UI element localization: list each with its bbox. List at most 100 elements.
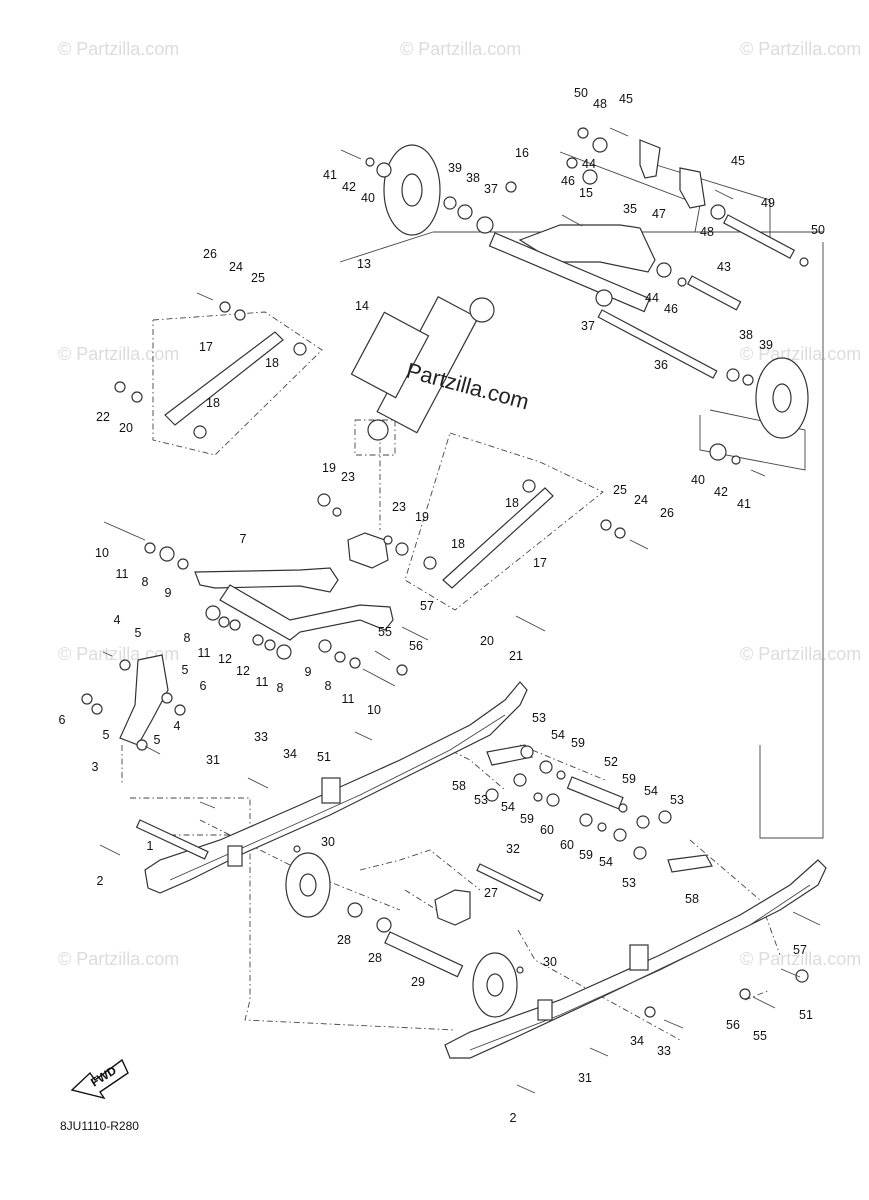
part-callout-51: 51 (799, 1008, 813, 1022)
part-callout-54: 54 (599, 855, 613, 869)
part-callout-47: 47 (652, 207, 666, 221)
part-callout-43: 43 (717, 260, 731, 274)
shock-lower-bracket (347, 532, 389, 569)
part-callout-58: 58 (685, 892, 699, 906)
part-callout-18: 18 (265, 356, 279, 370)
part-callout-53: 53 (670, 793, 684, 807)
part-callout-18: 18 (451, 537, 465, 551)
part-callout-56: 56 (409, 639, 423, 653)
part-callout-54: 54 (501, 800, 515, 814)
watermark-text: © Partzilla.com (740, 949, 861, 969)
part-callout-45: 45 (731, 154, 745, 168)
part-callout-29: 29 (411, 975, 425, 989)
part-callout-53: 53 (532, 711, 546, 725)
part-callout-24: 24 (229, 260, 243, 274)
part-callout-55: 55 (753, 1029, 767, 1043)
part-callout-48: 48 (700, 225, 714, 239)
part-callout-35: 35 (623, 202, 637, 216)
shafts (135, 214, 796, 978)
part-callout-30: 30 (321, 835, 335, 849)
part-callout-7: 7 (240, 532, 247, 546)
part-callout-5: 5 (103, 728, 110, 742)
part-callout-40: 40 (361, 191, 375, 205)
part-callout-19: 19 (415, 510, 429, 524)
part-callout-23: 23 (392, 500, 406, 514)
part-callout-53: 53 (622, 876, 636, 890)
watermark-text: © Partzilla.com (58, 39, 179, 59)
part-callout-59: 59 (520, 812, 534, 826)
part-callout-38: 38 (739, 328, 753, 342)
part-callout-55: 55 (378, 625, 392, 639)
part-callout-8: 8 (277, 681, 284, 695)
part-callout-25: 25 (613, 483, 627, 497)
part-callout-24: 24 (634, 493, 648, 507)
part-callout-33: 33 (254, 730, 268, 744)
part-callout-12: 12 (218, 652, 232, 666)
watermark-text: © Partzilla.com (58, 344, 179, 364)
part-callout-60: 60 (560, 838, 574, 852)
part-callout-59: 59 (571, 736, 585, 750)
part-callout-42: 42 (714, 485, 728, 499)
part-callout-9: 9 (305, 665, 312, 679)
part-callout-5: 5 (182, 663, 189, 677)
part-callout-11: 11 (256, 675, 269, 689)
part-callout-48: 48 (593, 97, 607, 111)
part-callout-44: 44 (582, 157, 596, 171)
part-callout-2: 2 (97, 874, 104, 888)
part-callout-59: 59 (579, 848, 593, 862)
part-callout-45: 45 (619, 92, 633, 106)
part-callout-33: 33 (657, 1044, 671, 1058)
axle-brackets (486, 744, 713, 873)
part-callout-37: 37 (484, 182, 498, 196)
part-callout-50: 50 (574, 86, 588, 100)
part-callout-23: 23 (341, 470, 355, 484)
part-callout-5: 5 (154, 733, 161, 747)
watermark-layer: © Partzilla.com © Partzilla.com © Partzi… (58, 39, 861, 969)
part-callout-22: 22 (96, 410, 110, 424)
part-callout-31: 31 (206, 753, 220, 767)
part-callout-11: 11 (342, 692, 355, 706)
part-callout-28: 28 (368, 951, 382, 965)
part-callout-10: 10 (367, 703, 381, 717)
small-hardware (81, 127, 809, 1018)
part-callout-6: 6 (59, 713, 66, 727)
part-callout-58: 58 (452, 779, 466, 793)
part-callout-38: 38 (466, 171, 480, 185)
part-callout-1: 1 (147, 839, 154, 853)
part-callout-8: 8 (325, 679, 332, 693)
shock-absorber (350, 295, 495, 441)
part-callout-27: 27 (484, 886, 498, 900)
watermark-text: © Partzilla.com (740, 644, 861, 664)
part-callout-36: 36 (654, 358, 668, 372)
part-callout-34: 34 (283, 747, 297, 761)
lower-idler-wheel (285, 852, 518, 1018)
part-callout-34: 34 (630, 1034, 644, 1048)
part-callout-26: 26 (660, 506, 674, 520)
part-callout-39: 39 (759, 338, 773, 352)
part-callout-13: 13 (357, 257, 371, 271)
watermark-text: © Partzilla.com (58, 949, 179, 969)
part-callout-19: 19 (322, 461, 336, 475)
part-callout-32: 32 (506, 842, 520, 856)
watermark-text: © Partzilla.com (740, 39, 861, 59)
part-callout-57: 57 (793, 943, 807, 957)
part-callout-12: 12 (236, 664, 250, 678)
part-callout-2: 2 (510, 1111, 517, 1125)
part-callout-51: 51 (317, 750, 331, 764)
part-callout-60: 60 (540, 823, 554, 837)
watermark-text: © Partzilla.com (400, 39, 521, 59)
part-callout-28: 28 (337, 933, 351, 947)
part-callout-11: 11 (198, 646, 211, 660)
right-slide-rail (444, 859, 827, 1059)
fwd-arrow-icon: FWD (70, 1058, 129, 1100)
part-callout-10: 10 (95, 546, 109, 560)
part-callout-30: 30 (543, 955, 557, 969)
part-callout-15: 15 (579, 186, 593, 200)
part-callout-54: 54 (644, 784, 658, 798)
part-callout-4: 4 (174, 719, 181, 733)
part-callout-8: 8 (184, 631, 191, 645)
part-callout-21: 21 (509, 649, 523, 663)
left-slide-rail (144, 681, 528, 894)
part-callout-17: 17 (199, 340, 213, 354)
